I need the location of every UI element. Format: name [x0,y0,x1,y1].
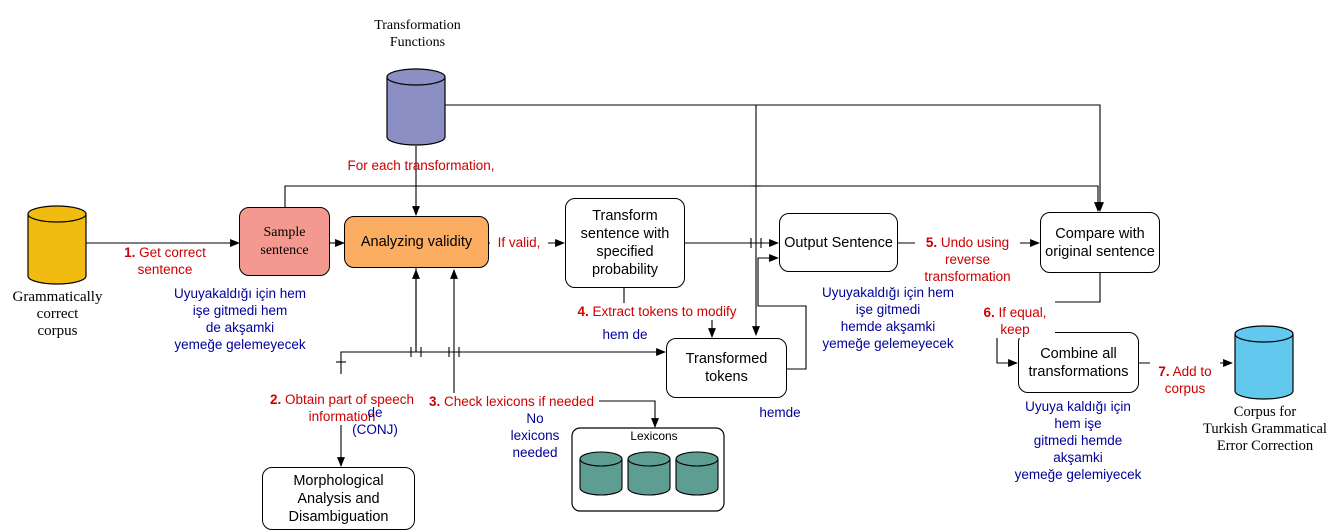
transformed-tokens-box: Transformed tokens [666,338,787,398]
no-lexicons-example: No lexicons needed [510,411,560,460]
transformation-functions-label: Transformation Functions [374,18,461,50]
sample-sentence-label: Sample sentence [260,224,309,258]
step7-number: 7. [1158,364,1170,379]
step7-text: Add to corpus [1164,364,1212,396]
step5-label: 5. Undo using reverse transformation [915,217,1020,285]
transformed-tokens-label: Transformed tokens [685,351,768,385]
step3-number: 3. [428,394,441,409]
connectors [86,104,1233,467]
step2-label: 2. Obtain part of speech information [262,374,422,425]
transformation-functions-cylinder [386,68,446,146]
step1-text: Get correct sentence [137,245,206,277]
step4-label: 4. Extract tokens to modify [571,303,743,320]
corpus-in-label: Grammatically correct corpus [12,289,103,339]
lexicons-label: Lexicons [630,429,678,443]
step5-text: Undo using reverse transformation [924,235,1011,284]
step1-number: 1. [124,245,136,260]
if-valid-label: If valid, [490,234,548,251]
output-sentence-label: Output Sentence [784,234,893,251]
morphological-analysis-label: Morphological Analysis and Disambiguatio… [288,472,389,525]
transform-sentence-label: Transform sentence with specified probab… [580,208,670,278]
combine-box: Combine all transformations [1018,332,1139,393]
step4-text: Extract tokens to modify [588,304,737,319]
step6-number: 6. [983,305,995,320]
step7-label: 7. Add to corpus [1150,346,1220,397]
arrow-tokens-to-output [757,254,807,370]
for-each-label: For each transformation, [347,158,495,173]
tokens-to-modify-example: hem de [602,327,648,342]
corpus-out-cylinder [1234,325,1294,400]
combined-example: Uyuya kaldığı için hem işe gitmedi hemde… [1014,399,1142,482]
transform-sentence-box: Transform sentence with specified probab… [565,198,685,288]
step4-number: 4. [577,304,589,319]
corpus-in-cylinder [27,205,87,285]
output-example: Uyuyakaldığı için hem işe gitmedi hemde … [821,285,955,351]
step5-number: 5. [925,235,938,250]
pos-example: de (CONJ) [352,405,398,437]
analyzing-validity-box: Analyzing validity [344,216,489,268]
step2-text: Obtain part of speech information [284,392,415,424]
output-sentence-box: Output Sentence [779,213,898,272]
analyzing-validity-label: Analyzing validity [360,234,473,250]
transformed-example: hemde [759,405,801,420]
sample-sentence-box: Sample sentence [239,207,330,276]
lexicon-cylinder-3 [675,451,719,496]
arrow-sample-to-compare [284,185,1102,212]
lexicon-cylinder-1 [579,451,623,496]
lexicon-cylinder-2 [627,451,671,496]
step1-label: 1. Get correct sentence [110,227,220,278]
step3-label: 3. Check lexicons if needed [424,393,599,410]
step3-text: Check lexicons if needed [440,394,595,409]
sample-example: Uyuyakaldığı için hem işe gitmedi hem de… [173,286,307,352]
combine-label: Combine all transformations [1028,345,1129,380]
step2-number: 2. [269,392,282,407]
step6-label: 6. If equal, keep [975,287,1055,338]
morphological-analysis-box: Morphological Analysis and Disambiguatio… [262,467,415,530]
arrow-tf-to-compare [445,104,1104,212]
compare-box: Compare with original sentence [1040,212,1160,273]
corpus-out-label: Corpus for Turkish Grammatical Error Cor… [1203,404,1327,454]
compare-label: Compare with original sentence [1045,225,1155,260]
step6-text: If equal, keep [998,305,1047,337]
